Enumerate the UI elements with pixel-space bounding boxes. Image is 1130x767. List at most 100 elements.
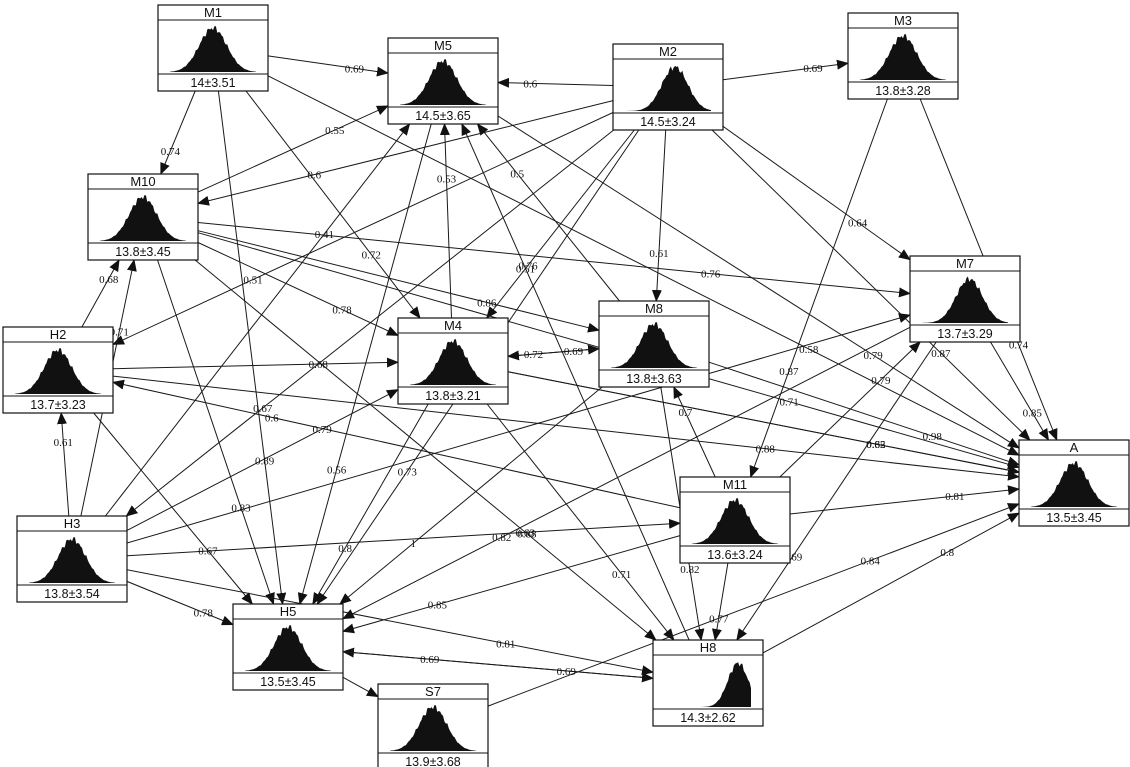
edge-arrow-h3-to-h2 <box>57 412 70 517</box>
edge-arrow-m10-to-m7 <box>197 222 911 298</box>
edge-weight-label: 0.63 <box>516 527 536 539</box>
edge-arrow-m11-to-h8 <box>711 562 729 641</box>
edge-weight-label: 0.51 <box>516 264 535 276</box>
node-title: A <box>1070 440 1079 455</box>
edge-arrow-m10-to-m8 <box>197 230 600 333</box>
edge-arrow-m11-to-m8 <box>673 386 716 478</box>
edge-arrow-h8-to-a <box>762 512 1020 654</box>
edge-arrow-h3-to-h8 <box>126 569 654 676</box>
edge-arrow-m4-to-h8 <box>486 403 675 641</box>
edge-weight-label: 0.79 <box>871 375 891 387</box>
edge-arrow-h3-to-m11 <box>126 518 681 557</box>
edge-arrow-m4-to-m5 <box>439 123 452 319</box>
edge-arrow-m4-to-h5 <box>312 403 429 605</box>
edge-weight-label: 0.89 <box>255 455 275 467</box>
node-title: H5 <box>280 604 297 619</box>
edge-weight-label: 0.41 <box>315 229 334 241</box>
edge-weight-label: 0.79 <box>863 350 883 362</box>
node-m10[interactable]: M10 13.8±3.45 <box>87 173 199 261</box>
node-title: M5 <box>434 38 452 53</box>
edge-arrow-h2-to-m4 <box>112 357 399 370</box>
edge-weight-label: 0.88 <box>517 529 537 541</box>
edge-weight-label: 0.72 <box>362 249 381 261</box>
node-mean-sd: 13.8±3.45 <box>115 245 171 259</box>
edge-weight-label: 0.73 <box>398 466 418 478</box>
edge-arrow-m10-to-h8 <box>194 259 657 641</box>
distribution-histogram <box>665 662 751 707</box>
edge-arrow-m2-to-m7 <box>722 125 911 261</box>
edge-weight-label: 0.65 <box>866 439 886 451</box>
edge-arrow-h3-to-m4 <box>126 389 399 531</box>
edge-arrow-h3-to-m7 <box>126 313 911 544</box>
edge-weight-label: 0.88 <box>756 444 776 456</box>
node-mean-sd: 14±3.51 <box>190 76 235 90</box>
edge-arrow-m1-to-h5 <box>217 90 287 605</box>
distribution-histogram <box>410 339 496 385</box>
edge-weight-label: 0.77 <box>709 613 729 625</box>
distribution-histogram <box>611 322 697 368</box>
edge-weight-label: 0.78 <box>194 608 214 620</box>
edge-weight-label: 0.84 <box>861 556 881 568</box>
node-box <box>87 173 199 261</box>
edge-arrow-m8-to-h5 <box>339 386 603 605</box>
edge-weight-label: 0.74 <box>161 146 181 158</box>
node-mean-sd: 13.5±3.45 <box>1046 511 1102 525</box>
node-title: M10 <box>130 174 155 189</box>
edge-weight-label: 0.8 <box>338 543 352 555</box>
edge-weight-label: 0.8 <box>940 547 954 559</box>
distribution-histogram <box>860 34 946 80</box>
edge-weight-label: 0.85 <box>1023 408 1043 420</box>
edge-weight-label: 0.81 <box>496 639 515 651</box>
edge-arrow-m7-to-h8 <box>736 341 937 641</box>
edge-weight-label: 0.61 <box>649 248 668 260</box>
edge-weight-label: 0.82 <box>680 564 699 576</box>
node-mean-sd: 13.7±3.29 <box>937 327 993 341</box>
edge-weight-label: 0.7 <box>679 407 693 419</box>
distribution-histogram <box>100 195 186 241</box>
edge-arrow-m10-to-m4 <box>197 242 399 336</box>
edge-arrow-m2-to-m3 <box>722 59 849 81</box>
edge-weight-label: 0.6 <box>265 412 279 424</box>
node-m7[interactable]: M7 13.7±3.29 <box>909 255 1021 343</box>
node-a[interactable]: A 13.5±3.45 <box>1018 439 1130 527</box>
edge-weight-label: 0.82 <box>866 439 885 451</box>
edge-arrow-h5-to-h8 <box>342 651 654 683</box>
edge-weight-label: 0.69 <box>420 654 440 666</box>
distribution-histogram <box>29 537 115 583</box>
edge-arrow-m10-to-m5 <box>197 105 389 193</box>
edge-arrow-m1-to-m5 <box>267 55 389 77</box>
edge-weight-label: 0.67 <box>253 403 273 415</box>
node-title: M8 <box>645 301 663 316</box>
edge-weight-label: 0.58 <box>799 344 819 356</box>
node-mean-sd: 13.7±3.23 <box>30 398 86 412</box>
edge-arrow-m8-to-m4 <box>507 348 600 361</box>
edge-weight-label: 0.6 <box>523 78 537 90</box>
edge-arrow-m1-to-m10 <box>160 90 196 175</box>
edge-arrow-m10-to-h5 <box>157 259 275 605</box>
edge-arrow-m2-to-m5 <box>497 77 614 88</box>
edge-weight-label: 0.76 <box>701 269 721 281</box>
node-title: M7 <box>956 256 974 271</box>
edge-arrow-m1-to-a <box>267 75 1020 456</box>
edge-arrow-m4-to-a <box>507 371 1020 475</box>
edge-weight-label: 0.53 <box>437 173 457 185</box>
node-title: H8 <box>700 640 717 655</box>
edge-weight-label: 0.86 <box>477 297 497 309</box>
distribution-histogram <box>245 625 331 671</box>
edge-arrow-m11-to-m7 <box>779 341 921 478</box>
edge-arrow-m2-to-m4 <box>486 129 635 319</box>
edge-arrow-h2-to-h5 <box>93 412 253 605</box>
